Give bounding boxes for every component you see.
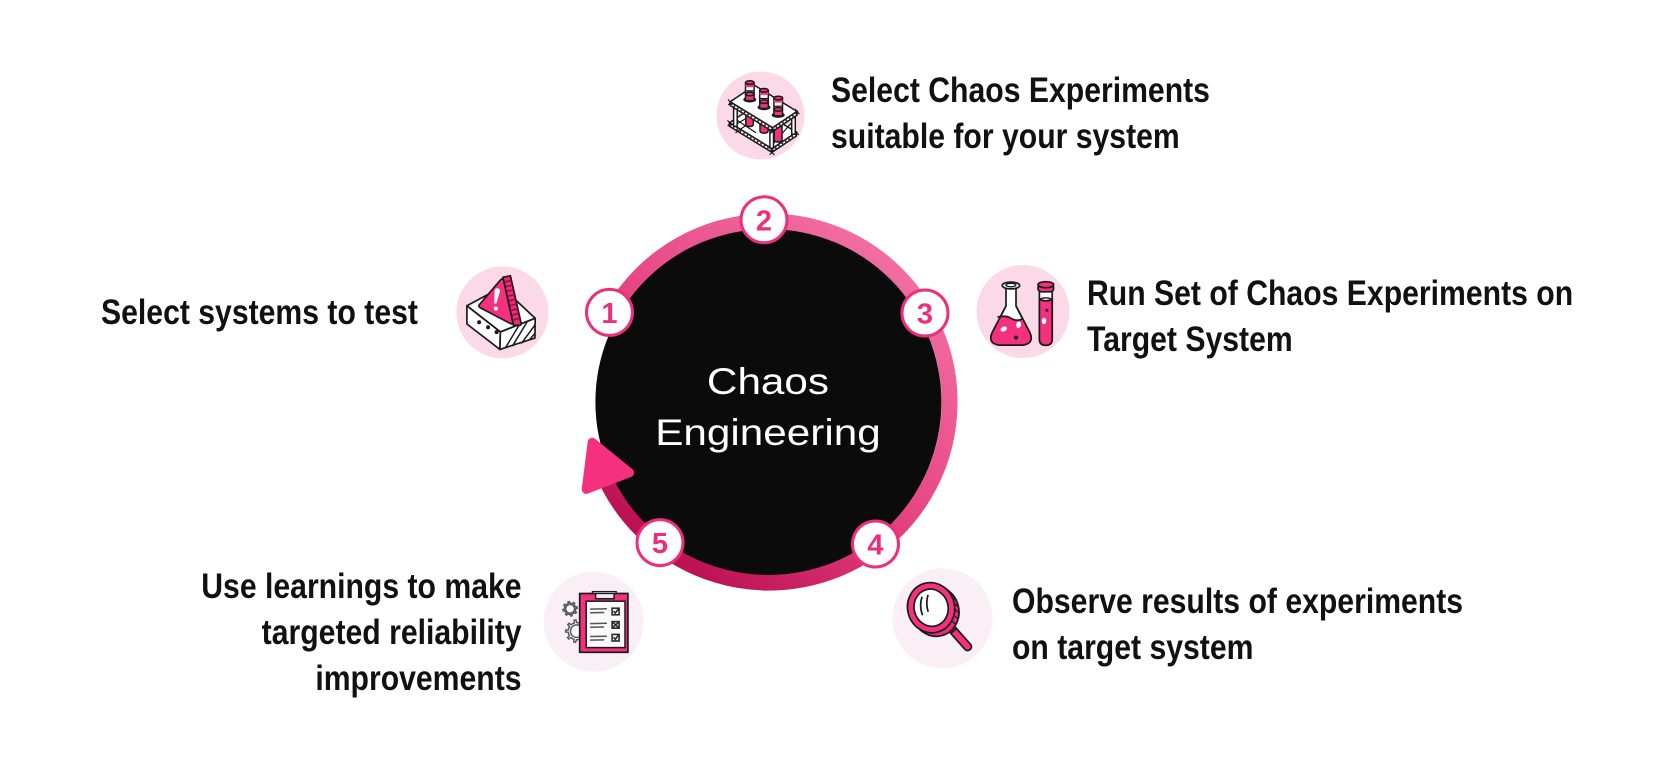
svg-text:4: 4 [867, 530, 883, 562]
svg-text:5: 5 [652, 528, 668, 560]
svg-text:1: 1 [601, 298, 617, 330]
svg-text:3: 3 [917, 299, 933, 331]
svg-text:2: 2 [756, 205, 772, 237]
